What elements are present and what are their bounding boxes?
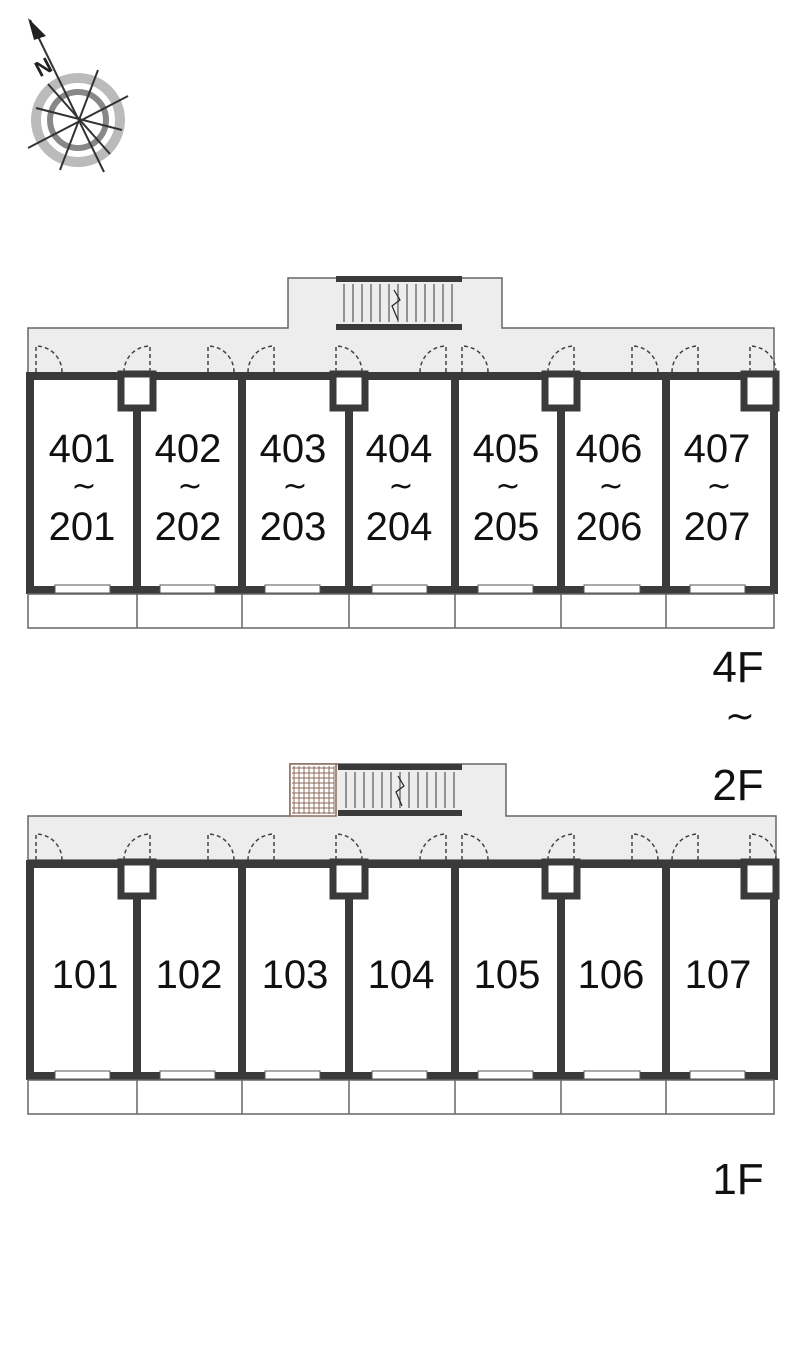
upper-partition-wall <box>662 376 670 590</box>
upper-door-swing <box>419 345 447 373</box>
unit-label-106: 106 <box>578 953 645 997</box>
lower-door-swing <box>631 833 659 861</box>
stair-mesh <box>289 763 337 817</box>
lower-unit-labels: 101 102 103 104 105 106 107 <box>52 953 752 997</box>
unit-sep-401: ~ <box>71 469 96 504</box>
lower-partition-wall <box>451 864 459 1076</box>
unit-sep-406: ~ <box>598 469 623 504</box>
lower-pipe-shaft <box>740 858 780 900</box>
unit-label-206: 206 <box>576 505 643 549</box>
unit-label-205: 205 <box>473 505 540 549</box>
lower-pipe-shaft <box>117 858 157 900</box>
lower-window <box>477 1070 534 1080</box>
lower-door-swing <box>671 833 699 861</box>
lower-door-swing <box>749 833 777 861</box>
upper-door-swing <box>335 345 363 373</box>
lower-block <box>26 763 780 1115</box>
lower-window <box>159 1070 216 1080</box>
floor-label-1f: 1F <box>712 1155 763 1204</box>
upper-block <box>26 276 780 629</box>
unit-sep-402: ~ <box>177 469 202 504</box>
floor-label-sep: ~ <box>725 696 755 737</box>
upper-partition-wall <box>345 376 353 590</box>
unit-sep-405: ~ <box>495 469 520 504</box>
unit-sep-403: ~ <box>282 469 307 504</box>
unit-label-207: 207 <box>684 505 751 549</box>
lower-window <box>54 1070 111 1080</box>
lower-window <box>264 1070 321 1080</box>
upper-stair <box>336 276 462 330</box>
upper-door-swing <box>749 345 777 373</box>
upper-floor-label: 4F ~ 2F <box>712 643 763 810</box>
lower-door-swing <box>335 833 363 861</box>
upper-window <box>583 584 641 594</box>
unit-label-103: 103 <box>262 953 329 997</box>
lower-door-swing <box>123 833 151 861</box>
upper-door-swing <box>671 345 699 373</box>
unit-label-404: 404 <box>366 427 433 471</box>
upper-window <box>264 584 321 594</box>
lower-pipe-shaft <box>329 858 369 900</box>
upper-window <box>159 584 216 594</box>
upper-partition-wall <box>238 376 246 590</box>
unit-label-204: 204 <box>366 505 433 549</box>
unit-label-105: 105 <box>474 953 541 997</box>
unit-label-406: 406 <box>576 427 643 471</box>
unit-label-401: 401 <box>49 427 116 471</box>
lower-door-swing <box>247 833 275 861</box>
lower-partition-wall <box>662 864 670 1076</box>
unit-label-201: 201 <box>49 505 116 549</box>
compass-rose-icon: N <box>27 18 129 173</box>
floor-label-2f: 2F <box>712 761 763 810</box>
unit-sep-407: ~ <box>706 469 731 504</box>
upper-pipe-shaft <box>740 370 780 412</box>
lower-partition-wall <box>238 864 246 1076</box>
unit-label-202: 202 <box>155 505 222 549</box>
unit-label-403: 403 <box>260 427 327 471</box>
lower-partition-wall <box>345 864 353 1076</box>
upper-door-swing <box>247 345 275 373</box>
lower-window <box>583 1070 641 1080</box>
unit-label-107: 107 <box>685 953 752 997</box>
upper-door-swing <box>207 345 235 373</box>
upper-door-swing <box>547 345 575 373</box>
upper-unit-labels: 401 ~ 201 402 ~ 202 403 ~ 203 404 ~ 204 … <box>49 427 751 549</box>
lower-pipe-shaft <box>541 858 581 900</box>
upper-pipe-shaft <box>541 370 581 412</box>
upper-window <box>477 584 534 594</box>
upper-window <box>371 584 428 594</box>
unit-label-101: 101 <box>52 953 119 997</box>
unit-label-407: 407 <box>684 427 751 471</box>
unit-sep-404: ~ <box>388 469 413 504</box>
unit-label-104: 104 <box>368 953 435 997</box>
unit-label-203: 203 <box>260 505 327 549</box>
lower-window <box>689 1070 746 1080</box>
upper-pipe-shaft <box>329 370 369 412</box>
upper-door-swing <box>35 345 63 373</box>
lower-door-swing <box>207 833 235 861</box>
floor-label-4f: 4F <box>712 643 763 692</box>
lower-partition-wall <box>557 864 565 1076</box>
lower-door-swing <box>35 833 63 861</box>
unit-label-102: 102 <box>156 953 223 997</box>
lower-door-swing <box>419 833 447 861</box>
upper-door-swing <box>631 345 659 373</box>
lower-door-swing <box>461 833 489 861</box>
upper-door-swing <box>461 345 489 373</box>
upper-pipe-shaft <box>117 370 157 412</box>
upper-partition-wall <box>557 376 565 590</box>
lower-stair <box>289 763 462 817</box>
lower-partition-wall <box>133 864 141 1076</box>
lower-window <box>371 1070 428 1080</box>
unit-label-405: 405 <box>473 427 540 471</box>
upper-window <box>689 584 746 594</box>
upper-window <box>54 584 111 594</box>
upper-door-swing <box>123 345 151 373</box>
upper-partition-wall <box>133 376 141 590</box>
lower-door-swing <box>547 833 575 861</box>
upper-partition-wall <box>451 376 459 590</box>
unit-label-402: 402 <box>155 427 222 471</box>
